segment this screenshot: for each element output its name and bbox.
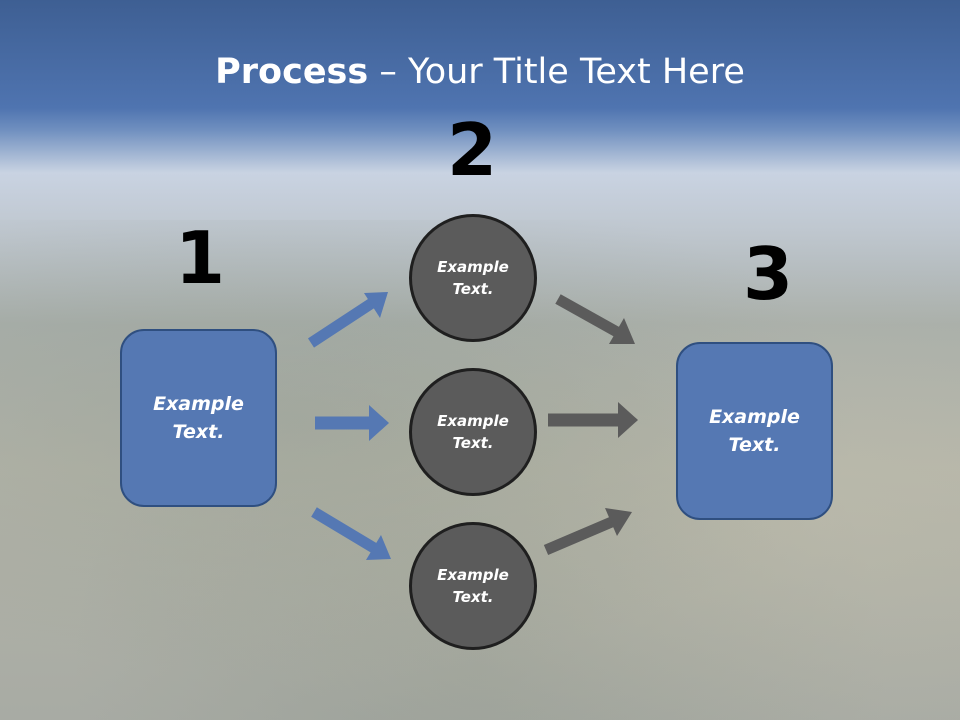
arrow-blue-down-head bbox=[366, 535, 391, 560]
step-2-circle-middle: Example Text. bbox=[409, 368, 537, 496]
box-text-line1: Example bbox=[709, 405, 800, 428]
circle-text-line1: Example bbox=[437, 257, 509, 276]
box-text-line2: Text. bbox=[728, 434, 781, 456]
arrow-blue-right-head bbox=[369, 405, 389, 441]
circle-text-line2: Text. bbox=[452, 280, 494, 298]
arrow-blue-down bbox=[311, 507, 377, 553]
arrow-grey-right-head bbox=[618, 402, 638, 438]
circle-text-line2: Text. bbox=[452, 588, 494, 606]
step-1-box: Example Text. bbox=[120, 329, 277, 507]
step-number-3: 3 bbox=[742, 232, 794, 316]
step-3-box: Example Text. bbox=[676, 342, 833, 520]
circle-text-line1: Example bbox=[437, 411, 509, 430]
slide-title: Process – Your Title Text Here bbox=[0, 52, 960, 92]
box-text-line1: Example bbox=[153, 392, 244, 415]
circle-text-line1: Example bbox=[437, 565, 509, 584]
title-bold: Process bbox=[215, 52, 369, 92]
box-text-line2: Text. bbox=[172, 421, 225, 443]
step-number-2: 2 bbox=[446, 108, 498, 192]
arrow-grey-up bbox=[543, 515, 617, 556]
step-2-circle-top: Example Text. bbox=[409, 214, 537, 342]
arrow-blue-up-head bbox=[364, 292, 388, 318]
arrow-blue-up bbox=[307, 298, 376, 348]
step-2-circle-bottom: Example Text. bbox=[409, 522, 537, 650]
arrow-grey-down bbox=[555, 294, 620, 337]
step-number-1: 1 bbox=[174, 216, 226, 300]
title-rest: – Your Title Text Here bbox=[368, 52, 745, 92]
circle-text-line2: Text. bbox=[452, 434, 494, 452]
arrow-grey-down-head bbox=[609, 318, 635, 344]
arrow-grey-up-head bbox=[605, 508, 632, 536]
